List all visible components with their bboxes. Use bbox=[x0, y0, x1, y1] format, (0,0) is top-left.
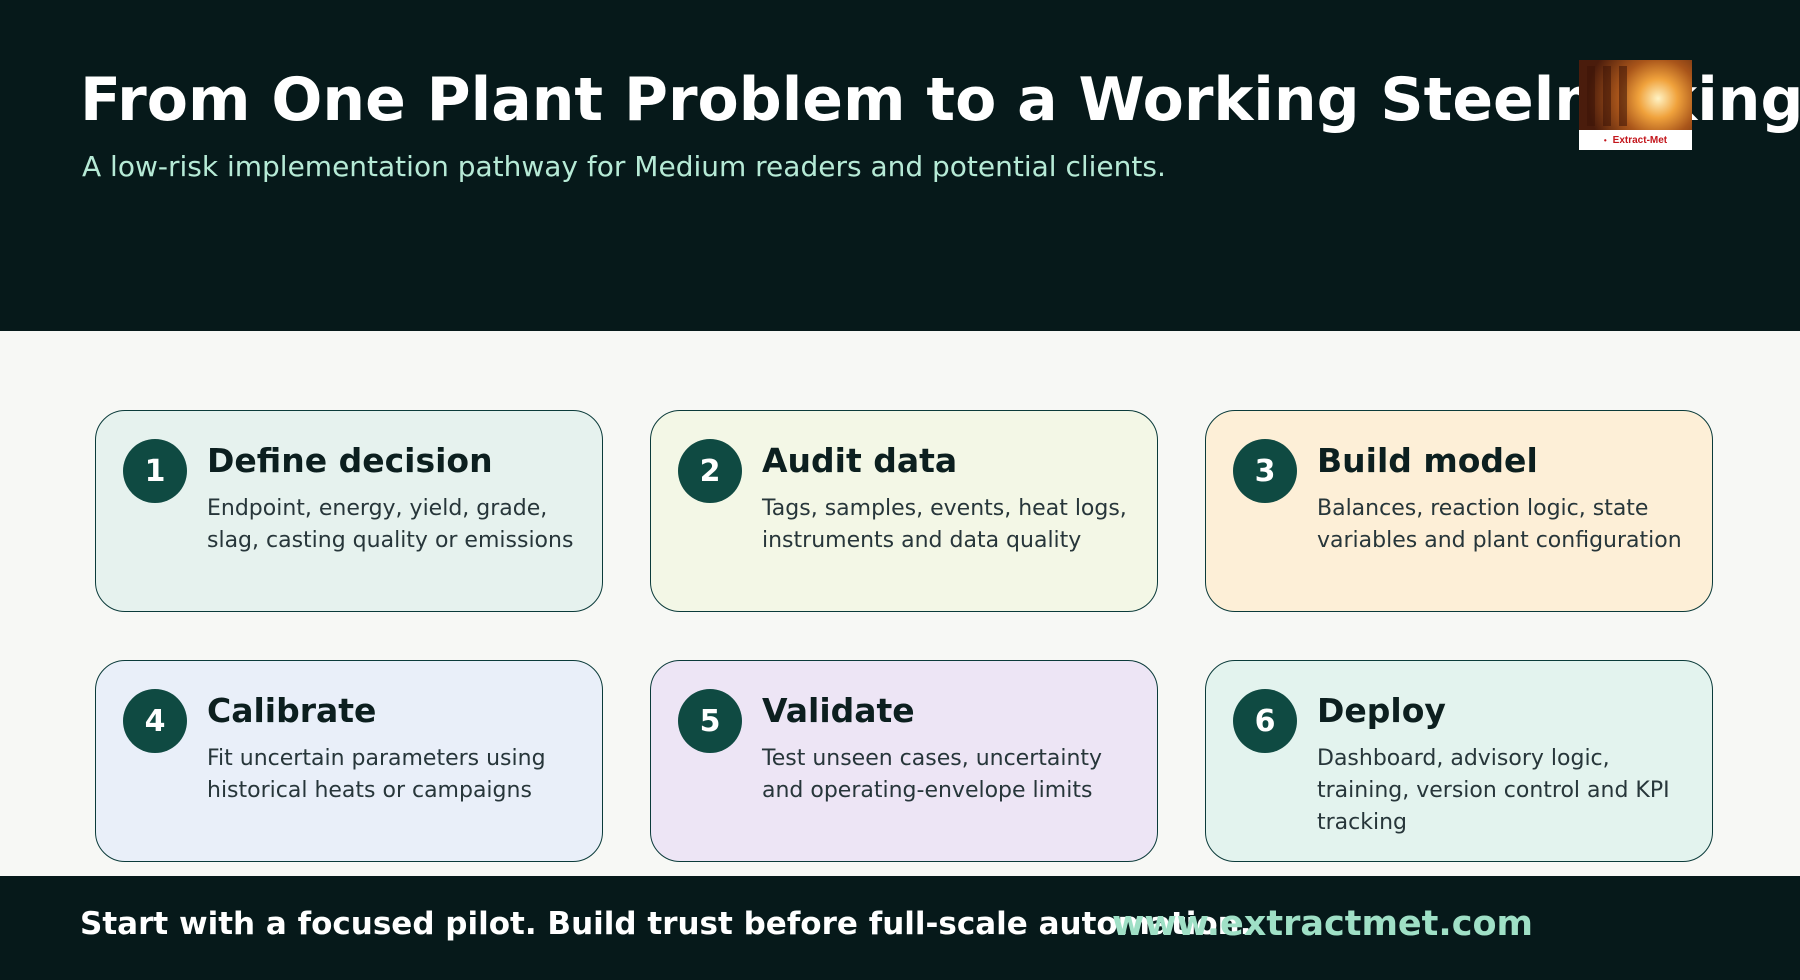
step-number-badge: 2 bbox=[678, 439, 742, 503]
step-card-5: 5 Validate Test unseen cases, uncertaint… bbox=[650, 660, 1158, 862]
step-number-badge: 1 bbox=[123, 439, 187, 503]
footer-banner: Start with a focused pilot. Build trust … bbox=[0, 876, 1800, 980]
step-description: Tags, samples, events, heat logs, instru… bbox=[762, 496, 1127, 553]
step-card-4: 4 Calibrate Fit uncertain parameters usi… bbox=[95, 660, 603, 862]
step-number-badge: 5 bbox=[678, 689, 742, 753]
website-link[interactable]: www.extractmet.com bbox=[1112, 904, 1533, 944]
page-title: From One Plant Problem to a Working Stee… bbox=[80, 65, 1800, 135]
footer-tagline: Start with a focused pilot. Build trust … bbox=[80, 906, 1252, 942]
step-title: Define decision bbox=[207, 441, 493, 480]
step-title: Audit data bbox=[762, 441, 958, 480]
step-description: Dashboard, advisory logic, training, ver… bbox=[1317, 746, 1670, 835]
step-card-2: 2 Audit data Tags, samples, events, heat… bbox=[650, 410, 1158, 612]
step-card-3: 3 Build model Balances, reaction logic, … bbox=[1205, 410, 1713, 612]
step-description: Fit uncertain parameters using historica… bbox=[207, 746, 546, 803]
step-title: Deploy bbox=[1317, 691, 1446, 730]
extract-met-logo: • Extract-Met bbox=[1579, 60, 1692, 150]
step-number-badge: 3 bbox=[1233, 439, 1297, 503]
logo-dot-icon: • bbox=[1603, 136, 1607, 145]
step-title: Build model bbox=[1317, 441, 1538, 480]
furnace-photo-logo-icon bbox=[1579, 60, 1692, 130]
header-banner: From One Plant Problem to a Working Stee… bbox=[0, 0, 1800, 331]
step-description: Test unseen cases, uncertainty and opera… bbox=[762, 746, 1103, 803]
step-title: Validate bbox=[762, 691, 915, 730]
step-description: Balances, reaction logic, state variable… bbox=[1317, 496, 1682, 553]
step-card-6: 6 Deploy Dashboard, advisory logic, trai… bbox=[1205, 660, 1713, 862]
page-subtitle: A low-risk implementation pathway for Me… bbox=[82, 150, 1166, 183]
logo-label: Extract-Met bbox=[1612, 135, 1668, 146]
step-description: Endpoint, energy, yield, grade, slag, ca… bbox=[207, 496, 574, 553]
step-title: Calibrate bbox=[207, 691, 377, 730]
step-number-badge: 4 bbox=[123, 689, 187, 753]
step-card-1: 1 Define decision Endpoint, energy, yiel… bbox=[95, 410, 603, 612]
step-number-badge: 6 bbox=[1233, 689, 1297, 753]
